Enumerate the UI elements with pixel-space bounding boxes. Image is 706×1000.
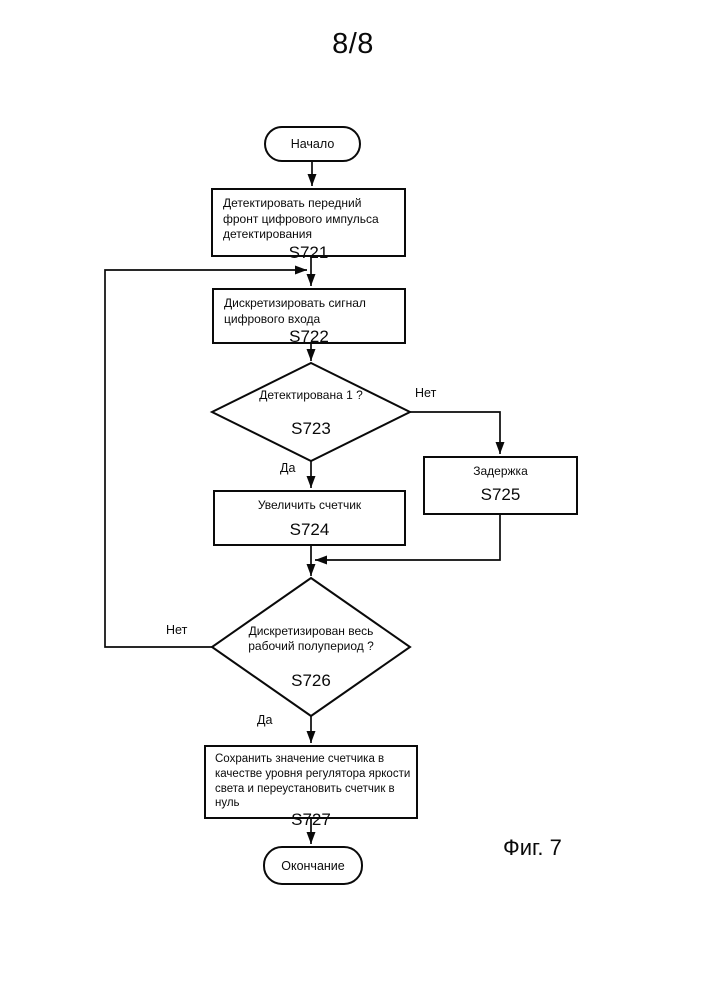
- end-label: Окончание: [281, 858, 345, 873]
- step-s724-text: Увеличить счетчик: [257, 498, 362, 512]
- step-s721: Детектировать передний фронт цифрового и…: [211, 188, 406, 261]
- edge-label-yes-s723: Да: [280, 461, 296, 475]
- edge-s725-return: [315, 514, 501, 565]
- edge-label-no-s723: Нет: [415, 386, 437, 400]
- step-s727: Сохранить значение счетчика в качестве у…: [204, 745, 418, 829]
- step-s722: Дискретизировать сигнал цифрового входа …: [212, 288, 406, 346]
- step-s722-text: Дискретизировать сигнал цифрового входа: [224, 296, 366, 326]
- step-s721-id: S721: [288, 242, 329, 262]
- step-s725-text: Задержка: [473, 464, 528, 478]
- decision-s726-question: Дискретизирован весь рабочий полупериод …: [248, 624, 374, 653]
- step-s721-text: Детектировать передний фронт цифрового и…: [223, 196, 379, 241]
- start-label: Начало: [290, 137, 335, 151]
- decision-s726-shape: [210, 576, 412, 718]
- decision-s723-question: Детектирована 1 ?: [259, 388, 363, 402]
- step-s725-id: S725: [480, 484, 521, 504]
- step-s727-text: Сохранить значение счетчика в качестве у…: [215, 753, 411, 810]
- edge-s723-no-to-s725: [410, 411, 505, 454]
- step-s724-id: S724: [289, 519, 330, 539]
- step-s727-id: S727: [291, 810, 331, 830]
- decision-s723-shape: [209, 361, 413, 463]
- decision-s723-id: S723: [291, 419, 331, 438]
- sheet-number: 8/8: [332, 28, 374, 60]
- step-s722-id: S722: [289, 327, 329, 346]
- decision-s726-id: S726: [291, 671, 331, 690]
- edge-s726-no-loop: [104, 265, 307, 648]
- end-terminal: Окончание: [263, 846, 363, 885]
- edge-label-yes-s726: Да: [257, 713, 273, 727]
- figure-caption: Фиг. 7: [503, 835, 562, 860]
- start-terminal: Начало: [264, 126, 361, 162]
- edge-label-no-s726: Нет: [166, 623, 188, 637]
- step-s724: Увеличить счетчик S724: [213, 490, 406, 546]
- step-s725: Задержка S725: [423, 456, 578, 515]
